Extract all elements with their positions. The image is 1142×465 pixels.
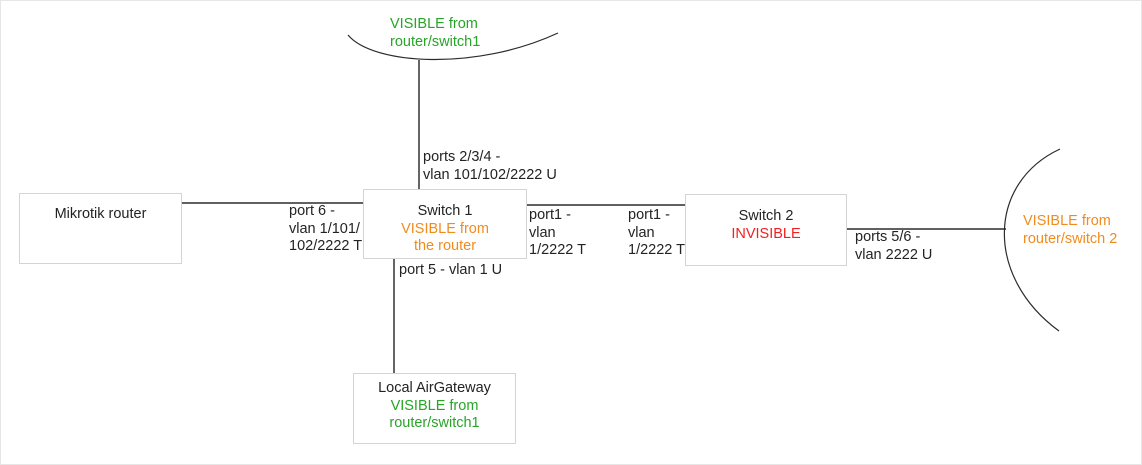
edge-label-switch2-port1: port1 - vlan 1/2222 T xyxy=(628,207,685,258)
node-title: Local AirGateway xyxy=(378,380,491,396)
top-cloud-visibility-label: VISIBLE from router/switch1 xyxy=(390,16,481,50)
node-switch1: Switch 1 VISIBLE from the router xyxy=(363,189,527,259)
right-cloud-visibility-label: VISIBLE from router/switch 2 xyxy=(1023,213,1118,247)
node-switch2: Switch 2 INVISIBLE xyxy=(685,194,847,266)
node-title: Mikrotik router xyxy=(54,206,147,222)
edge-label-port5-vlan1: port 5 - vlan 1 U xyxy=(399,262,503,278)
node-title: Switch 2 xyxy=(738,208,794,224)
edge-label-ports56-vlan2222: ports 5/6 - vlan 2222 U xyxy=(855,229,933,263)
node-status-visibility: VISIBLE from router/switch1 xyxy=(389,397,480,432)
node-status-visibility: VISIBLE from the router xyxy=(401,220,489,255)
top-cloud-arc xyxy=(347,32,559,61)
edge-label-switch1-port1: port1 - vlan 1/2222 T xyxy=(529,207,586,258)
node-mikrotik-router: Mikrotik router xyxy=(19,193,182,264)
node-title: Switch 1 xyxy=(417,203,473,219)
node-status-visibility: INVISIBLE xyxy=(731,225,801,242)
right-cloud-arc xyxy=(1003,148,1061,332)
edge-label-ports234-untagged: ports 2/3/4 - vlan 101/102/2222 U xyxy=(423,149,557,183)
edge-label-port6-trunk: port 6 - vlan 1/101/ 102/2222 T xyxy=(289,203,363,254)
node-local-airgateway: Local AirGateway VISIBLE from router/swi… xyxy=(353,373,516,444)
